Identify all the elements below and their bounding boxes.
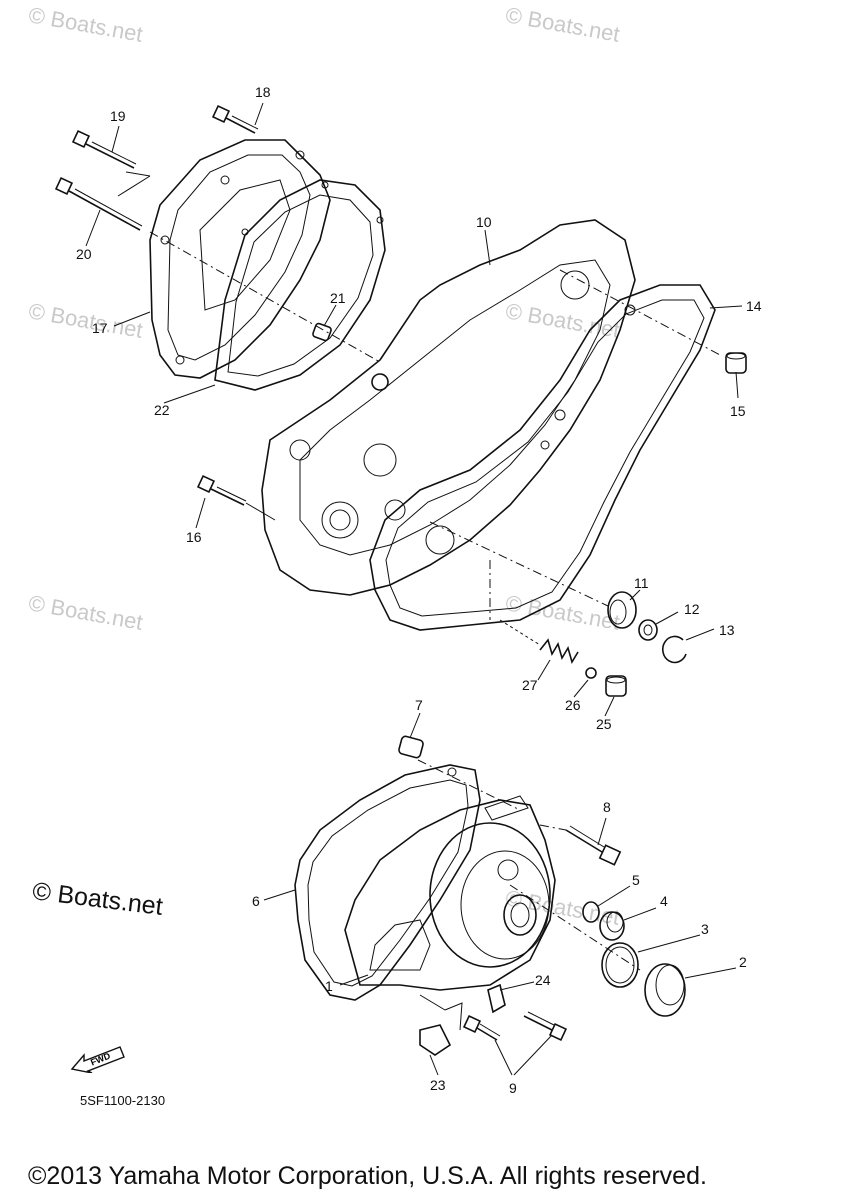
spring-27	[539, 638, 579, 664]
callout-3: 3	[701, 921, 709, 937]
dowel-21	[312, 322, 332, 342]
circlip-13	[662, 635, 687, 664]
callout-13: 13	[719, 622, 735, 638]
callout-8: 8	[603, 799, 611, 815]
callout-25: 25	[596, 716, 612, 732]
callout-24: 24	[535, 972, 551, 988]
crankcase-cover-10	[261, 219, 636, 596]
bearing-11	[607, 591, 637, 629]
clamp-24	[487, 983, 506, 1014]
washer-12	[638, 619, 658, 641]
callout-7: 7	[415, 697, 423, 713]
gasket-22	[214, 179, 386, 391]
callout-5: 5	[632, 872, 640, 888]
fwd-arrow-icon: FWD	[70, 1046, 125, 1073]
callout-4: 4	[660, 893, 668, 909]
o-ring-3	[601, 942, 639, 988]
plug-2	[644, 963, 686, 1017]
callout-16: 16	[186, 529, 202, 545]
fwd-label: FWD	[89, 1050, 112, 1067]
cap-25	[605, 675, 627, 697]
gasket-14	[369, 284, 716, 631]
copyright-notice: ©2013 Yamaha Motor Corporation, U.S.A. A…	[28, 1162, 707, 1190]
callout-12: 12	[684, 601, 700, 617]
bolt-9	[462, 1014, 501, 1041]
callout-15: 15	[730, 403, 746, 419]
callout-27: 27	[522, 677, 538, 693]
callout-17: 17	[92, 320, 108, 336]
callout-9: 9	[509, 1080, 517, 1096]
gasket-6	[294, 764, 481, 1001]
callout-22: 22	[154, 402, 170, 418]
callout-26: 26	[565, 697, 581, 713]
plug-4	[599, 911, 625, 941]
callout-6: 6	[252, 893, 260, 909]
bolt-16	[196, 474, 276, 521]
clamp-23	[419, 1002, 463, 1056]
callout-11: 11	[634, 575, 649, 591]
callout-2: 2	[739, 954, 747, 970]
bolt-18	[211, 104, 259, 134]
dowel-15	[725, 352, 747, 374]
clutch-cover-17	[149, 139, 331, 379]
bolt-20	[54, 176, 143, 231]
bolt-19	[71, 129, 137, 169]
dowel-7	[398, 735, 424, 759]
callout-19: 19	[110, 108, 126, 124]
diagram-code: 5SF1100-2130	[80, 1093, 166, 1108]
callout-14: 14	[746, 298, 762, 314]
callout-10: 10	[476, 214, 492, 230]
callout-1: 1	[325, 978, 333, 994]
o-ring-5	[582, 901, 600, 923]
generator-cover-1	[344, 795, 556, 991]
callout-21: 21	[330, 290, 346, 306]
callout-20: 20	[76, 246, 92, 262]
bolt-8	[565, 825, 622, 866]
callout-18: 18	[255, 84, 271, 100]
bolt-9	[523, 1011, 568, 1042]
callout-23: 23	[430, 1077, 446, 1093]
ball-26	[585, 667, 597, 679]
